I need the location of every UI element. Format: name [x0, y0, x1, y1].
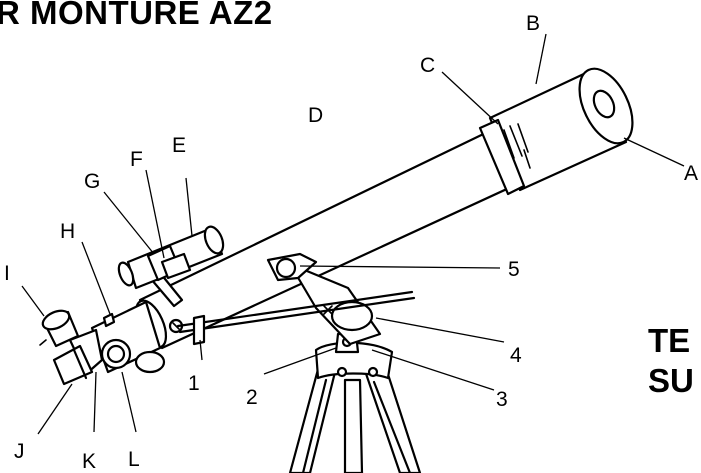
- callout-f: F: [130, 148, 143, 171]
- callout-labels: A B C D E F G H I J K L 1 2 3 4 5: [4, 12, 698, 473]
- callout-l: L: [128, 448, 140, 471]
- callout-k: K: [82, 450, 96, 473]
- side-heading-line-2: SU: [648, 362, 694, 399]
- callout-g: G: [84, 170, 100, 193]
- callout-5: 5: [508, 258, 520, 281]
- focuser: [39, 300, 166, 386]
- callout-h: H: [60, 220, 75, 243]
- callout-c: C: [420, 54, 435, 77]
- callout-1: 1: [188, 372, 200, 395]
- leader-lines: [21, 33, 685, 435]
- callout-4: 4: [510, 344, 522, 367]
- dew-shield: [478, 67, 634, 196]
- callout-j: J: [14, 440, 25, 463]
- mount: [176, 252, 416, 346]
- callout-b: B: [526, 12, 540, 35]
- side-heading-line-1: TE: [648, 322, 691, 359]
- tripod: [288, 332, 422, 473]
- page-title: R MONTURE AZ2: [0, 0, 273, 31]
- callout-a: A: [684, 162, 698, 185]
- callout-2: 2: [246, 386, 258, 409]
- callout-d: D: [308, 104, 323, 127]
- callout-i: I: [4, 262, 10, 285]
- callout-3: 3: [496, 388, 508, 411]
- callout-e: E: [172, 134, 186, 157]
- finder-scope: [117, 225, 225, 308]
